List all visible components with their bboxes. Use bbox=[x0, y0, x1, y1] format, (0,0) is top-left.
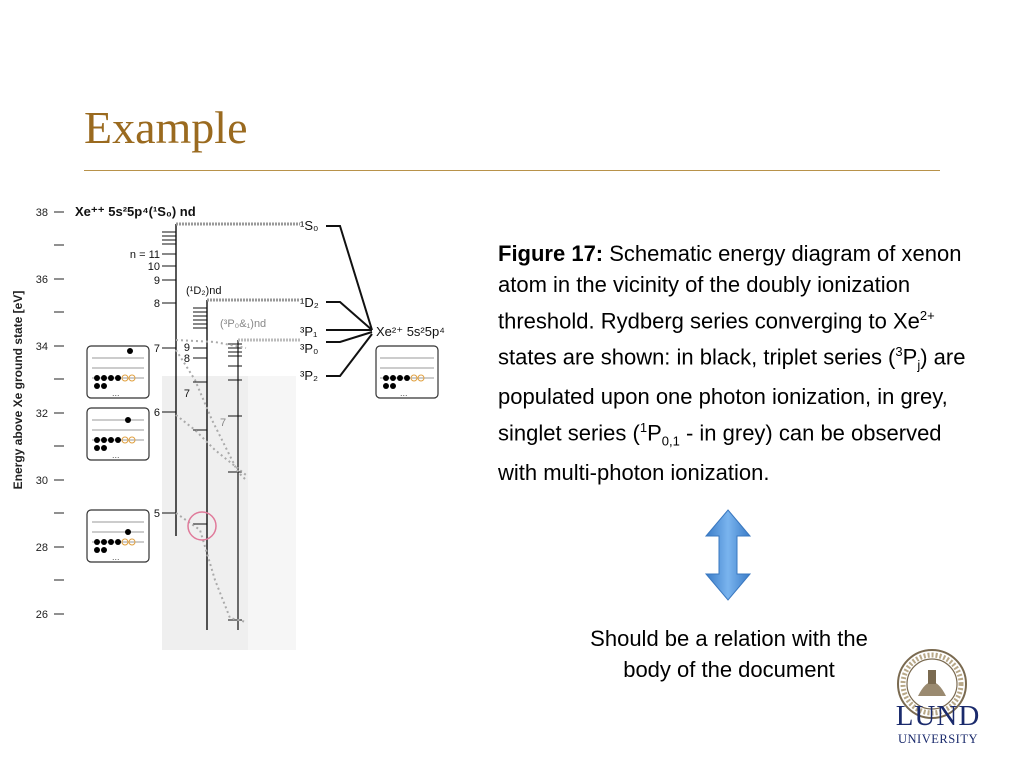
tick-32: 32 bbox=[36, 408, 48, 420]
series-d2-label: (¹D₂)nd bbox=[186, 285, 221, 297]
ion-label: Xe²⁺ 5s²5p⁴ bbox=[376, 324, 445, 339]
p-label-7: 7 bbox=[220, 417, 226, 429]
series-p01-label: (³P₀&₁)nd bbox=[220, 318, 266, 330]
dots-box-2: ... bbox=[112, 450, 120, 460]
d2-levels bbox=[193, 307, 207, 525]
config-box-3: ... bbox=[86, 509, 150, 563]
config-box-1: ... bbox=[86, 345, 150, 399]
double-arrow-icon bbox=[704, 509, 752, 601]
y-axis-label: Energy above Xe ground state [eV] bbox=[11, 291, 25, 490]
highlight-circle bbox=[187, 511, 217, 541]
figure-caption: Figure 17: Schematic energy diagram of x… bbox=[498, 238, 978, 488]
config-box-right: ... bbox=[375, 345, 439, 399]
caption-text-4: ) are populated upon one photon ionizati… bbox=[498, 344, 966, 446]
caption-text-5: P bbox=[647, 420, 662, 446]
relation-note: Should be a relation with the body of th… bbox=[590, 626, 868, 682]
tick-marks bbox=[54, 211, 64, 615]
converging-lines bbox=[326, 225, 373, 377]
tick-28: 28 bbox=[36, 542, 48, 554]
tick-34: 34 bbox=[36, 341, 48, 353]
caption-sub-2: 0,1 bbox=[661, 433, 680, 449]
n-label-5: 5 bbox=[154, 508, 160, 520]
state-3p0: ³P₀ bbox=[300, 341, 318, 356]
series-main-label: Xe⁺⁺ 5s²5p⁴(¹S₀) nd bbox=[75, 204, 196, 219]
n-label-10: 10 bbox=[148, 261, 160, 273]
lund-logo-name: LUND bbox=[895, 700, 981, 732]
n-label-9: 9 bbox=[154, 275, 160, 287]
n-label-6: 6 bbox=[154, 407, 160, 419]
lund-logo-sub: UNIVERSITY bbox=[898, 732, 978, 746]
tick-30: 30 bbox=[36, 475, 48, 487]
main-levels bbox=[162, 231, 176, 514]
tick-36: 36 bbox=[36, 274, 48, 286]
title-underline bbox=[84, 170, 940, 171]
energy-level-diagram: Energy above Xe ground state [eV] 38 36 … bbox=[11, 204, 445, 650]
config-box-2: ... bbox=[86, 407, 150, 461]
caption-sup-3: 1 bbox=[639, 420, 648, 436]
n-label-7: 7 bbox=[154, 343, 160, 355]
d2-label-7: 7 bbox=[184, 388, 190, 400]
dotted-curve-1 bbox=[175, 349, 247, 481]
state-1d2: ¹D₂ bbox=[300, 295, 319, 310]
lund-seal-logo bbox=[897, 649, 967, 719]
p-levels bbox=[228, 343, 242, 621]
caption-sub-1: j bbox=[917, 358, 921, 374]
d2-label-9: 9 bbox=[184, 342, 190, 354]
dots-right: ... bbox=[400, 388, 408, 398]
n-label-8: 8 bbox=[154, 298, 160, 310]
caption-sup-1: 2+ bbox=[919, 308, 935, 323]
dots-box-3: ... bbox=[112, 552, 120, 562]
grey-region-light bbox=[248, 376, 296, 650]
state-3p2: ³P₂ bbox=[300, 368, 318, 383]
caption-sup-2: 3 bbox=[895, 344, 903, 360]
tick-26: 26 bbox=[36, 609, 48, 621]
caption-text-6: - in grey) can be observed with multi-ph… bbox=[498, 420, 942, 485]
tick-38: 38 bbox=[36, 207, 48, 219]
n-label-11: n = 11 bbox=[130, 249, 160, 261]
state-3p1: ³P₁ bbox=[300, 324, 318, 339]
caption-label: Figure 17: bbox=[498, 241, 604, 266]
slide-title: Example bbox=[84, 102, 248, 153]
state-1s0: ¹S₀ bbox=[300, 218, 318, 233]
dots-box-1: ... bbox=[112, 388, 120, 398]
caption-text-2: states are shown: in black, triplet seri… bbox=[498, 344, 896, 370]
caption-text-1: Schematic energy diagram of xenon atom i… bbox=[498, 241, 962, 334]
caption-text-3: P bbox=[902, 344, 918, 370]
dotted-curve-4 bbox=[175, 339, 247, 349]
d2-label-8: 8 bbox=[184, 353, 190, 365]
dotted-curve-3 bbox=[175, 512, 247, 623]
